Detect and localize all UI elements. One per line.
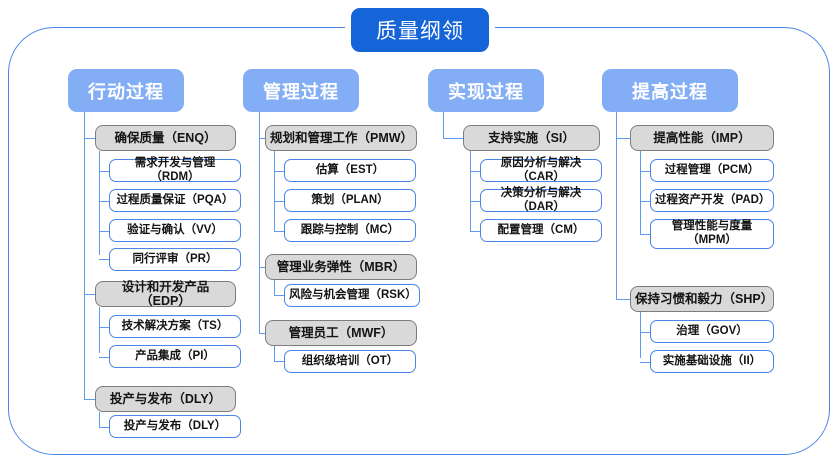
leaf-box-ts[interactable]: 技术解决方案（TS） xyxy=(109,315,241,338)
dly-child-tick-1 xyxy=(99,427,109,429)
imp-child-tick-3 xyxy=(640,234,650,236)
imp-child-spine xyxy=(640,151,642,235)
mwf-child-tick-1 xyxy=(274,361,284,363)
column-header-improvement-process[interactable]: 提高过程 xyxy=(602,69,738,112)
leaf-box-pi[interactable]: 产品集成（PI） xyxy=(109,345,241,368)
edp-child-spine xyxy=(99,307,101,353)
enq-child-tick-2 xyxy=(99,201,109,203)
column1-spine xyxy=(84,112,86,400)
leaf-box-rsk[interactable]: 风险与机会管理（RSK） xyxy=(284,284,420,307)
si-child-tick-2 xyxy=(470,201,480,203)
si-child-tick-1 xyxy=(470,171,480,173)
leaf-box-pr[interactable]: 同行评审（PR） xyxy=(109,248,241,271)
column4-connector-imp xyxy=(616,138,630,140)
group-box-pmw[interactable]: 规划和管理工作（PMW） xyxy=(265,125,417,151)
column4-connector-shp xyxy=(616,299,630,301)
column1-connector-dly xyxy=(84,399,95,401)
si-child-spine xyxy=(470,151,472,231)
edp-child-tick-2 xyxy=(99,357,109,359)
leaf-box-pqa[interactable]: 过程质量保证（PQA） xyxy=(109,189,241,212)
mbr-child-spine xyxy=(274,280,276,296)
column2-connector-pmw xyxy=(259,138,265,140)
pmw-child-tick-2 xyxy=(274,201,284,203)
group-box-dly[interactable]: 投产与发布（DLY） xyxy=(95,386,236,412)
group-box-mwf[interactable]: 管理员工（MWF） xyxy=(265,320,417,346)
leaf-box-cm[interactable]: 配置管理（CM） xyxy=(480,219,602,242)
column-header-management-process[interactable]: 管理过程 xyxy=(243,69,359,112)
dly-child-spine xyxy=(99,412,101,428)
column3-spine xyxy=(443,112,445,139)
column-header-implementation-process[interactable]: 实现过程 xyxy=(428,69,544,112)
si-child-tick-3 xyxy=(470,231,480,233)
enq-child-spine xyxy=(99,151,101,255)
leaf-box-ot[interactable]: 组织级培训（OT） xyxy=(284,350,416,373)
shp-child-tick-1 xyxy=(640,332,650,334)
enq-child-tick-3 xyxy=(99,231,109,233)
leaf-box-pcm[interactable]: 过程管理（PCM） xyxy=(650,159,774,182)
enq-child-tick-4 xyxy=(99,259,109,261)
column4-spine xyxy=(616,112,618,300)
mwf-child-spine xyxy=(274,346,276,362)
root-title: 质量纲领 xyxy=(351,8,489,52)
leaf-box-est[interactable]: 估算（EST） xyxy=(284,159,416,182)
shp-child-tick-2 xyxy=(640,362,650,364)
leaf-box-plan[interactable]: 策划（PLAN） xyxy=(284,189,416,212)
column3-connector-si xyxy=(443,138,463,140)
column2-connector-mwf xyxy=(259,333,265,335)
leaf-box-car[interactable]: 原因分析与解决（CAR） xyxy=(480,157,602,183)
leaf-box-dly-child[interactable]: 投产与发布（DLY） xyxy=(109,415,241,438)
leaf-box-pad[interactable]: 过程资产开发（PAD） xyxy=(650,189,774,212)
leaf-box-vv[interactable]: 验证与确认（VV） xyxy=(109,219,241,242)
group-box-mbr[interactable]: 管理业务弹性（MBR） xyxy=(265,254,417,280)
group-box-enq[interactable]: 确保质量（ENQ） xyxy=(95,125,236,151)
leaf-box-mpm[interactable]: 管理性能与度量 （MPM） xyxy=(650,219,774,249)
group-box-si[interactable]: 支持实施（SI） xyxy=(463,125,600,151)
group-box-edp[interactable]: 设计和开发产品（EDP） xyxy=(95,280,236,308)
group-box-imp[interactable]: 提高性能（IMP） xyxy=(630,125,774,151)
leaf-box-gov[interactable]: 治理（GOV） xyxy=(650,320,774,343)
pmw-child-spine xyxy=(274,151,276,231)
leaf-box-rdm[interactable]: 需求开发与管理（RDM） xyxy=(109,157,241,183)
leaf-box-ii[interactable]: 实施基础设施（II） xyxy=(650,350,774,373)
column2-spine xyxy=(259,112,261,334)
group-box-shp[interactable]: 保持习惯和毅力（SHP） xyxy=(630,286,774,312)
enq-child-tick-1 xyxy=(99,171,109,173)
imp-child-tick-2 xyxy=(640,201,650,203)
mbr-child-tick-1 xyxy=(274,295,284,297)
imp-child-tick-1 xyxy=(640,171,650,173)
column-header-action-process[interactable]: 行动过程 xyxy=(68,69,184,112)
column1-connector-enq xyxy=(84,138,95,140)
pmw-child-tick-3 xyxy=(274,231,284,233)
edp-child-tick-1 xyxy=(99,327,109,329)
column2-connector-mbr xyxy=(259,267,265,269)
pmw-child-tick-1 xyxy=(274,171,284,173)
leaf-box-dar[interactable]: 决策分析与解决（DAR） xyxy=(480,187,602,213)
column1-connector-edp xyxy=(84,294,95,296)
shp-child-spine xyxy=(640,312,642,358)
leaf-box-mc[interactable]: 跟踪与控制（MC） xyxy=(284,219,416,242)
